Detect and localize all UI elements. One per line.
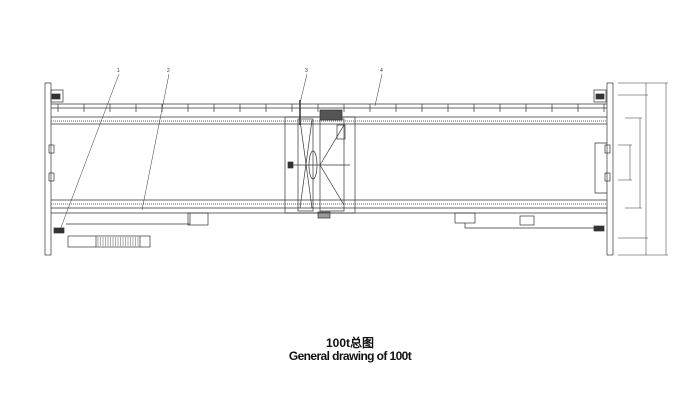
callout-3: 3 bbox=[305, 68, 308, 74]
callout-4: 4 bbox=[380, 68, 383, 74]
trolley bbox=[284, 100, 356, 214]
cab-and-platform bbox=[66, 211, 595, 248]
callout-leaders bbox=[59, 73, 383, 231]
drawing-title: 100t总图 bbox=[325, 336, 375, 350]
dimension-lines bbox=[618, 82, 668, 256]
walkway-railing bbox=[51, 103, 607, 112]
right-end-carriage bbox=[593, 82, 614, 256]
callout-2: 2 bbox=[167, 68, 170, 74]
drawing-subtitle: General drawing of 100t bbox=[288, 349, 412, 363]
left-end-carriage bbox=[44, 82, 65, 256]
callout-1: 1 bbox=[117, 68, 120, 74]
